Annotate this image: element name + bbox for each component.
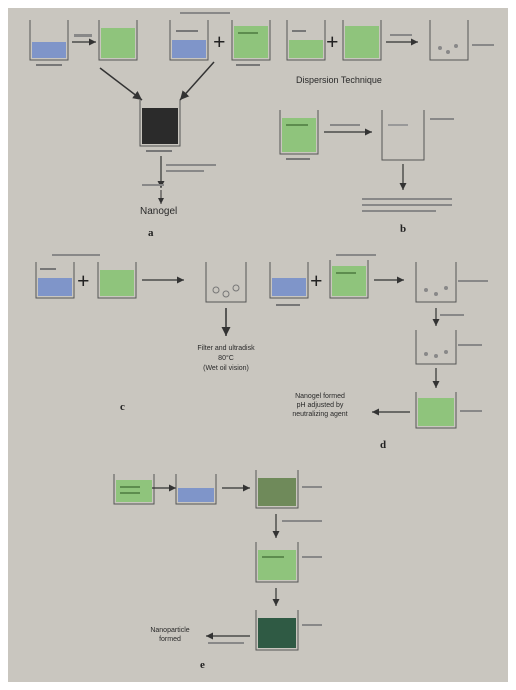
beaker-a4 bbox=[231, 20, 271, 66]
beaker-e4 bbox=[255, 542, 322, 583]
label-c-line2: 80°C bbox=[218, 354, 234, 362]
beaker-e2 bbox=[175, 474, 217, 505]
beaker-b1 bbox=[279, 110, 319, 160]
beaker-d1 bbox=[286, 20, 326, 61]
beaker-c3 bbox=[205, 262, 247, 303]
beaker-e3 bbox=[255, 470, 322, 509]
label-d-line3: neutralizing agent bbox=[292, 411, 347, 418]
beaker-d-b bbox=[329, 254, 376, 299]
beaker-d-a bbox=[269, 262, 309, 306]
beaker-a3 bbox=[169, 12, 230, 61]
beaker-c2 bbox=[97, 262, 137, 299]
panel-a: + Nanogel a bbox=[29, 12, 271, 239]
beaker-b2 bbox=[381, 110, 454, 161]
beaker-d-c bbox=[415, 262, 488, 303]
plus-icon: + bbox=[213, 29, 226, 54]
beaker-e5 bbox=[255, 610, 322, 651]
panel-letter-e: e bbox=[200, 659, 205, 671]
arrow bbox=[179, 61, 215, 101]
panel-d: + bbox=[269, 254, 488, 451]
beaker-a2 bbox=[98, 20, 138, 61]
beaker-d3 bbox=[429, 20, 494, 61]
beaker-d2 bbox=[342, 20, 382, 61]
beaker-e1 bbox=[113, 474, 155, 505]
panel-dispersion: + Dispersion Technique bbox=[279, 20, 494, 235]
panel-letter-a: a bbox=[148, 227, 154, 239]
label-e-line2: formed bbox=[159, 636, 181, 643]
plus-icon: + bbox=[326, 29, 339, 54]
label-c-line1: Filter and ultradisk bbox=[197, 345, 255, 352]
heading-dispersion: Dispersion Technique bbox=[296, 75, 382, 85]
panel-letter-d: d bbox=[380, 439, 386, 451]
panel-letter-c: c bbox=[120, 401, 125, 413]
beaker-a1 bbox=[29, 20, 69, 66]
label-e-line1: Nanoparticle bbox=[150, 627, 189, 634]
plus-icon: + bbox=[310, 268, 323, 293]
label-c-line3: (Wet oil vision) bbox=[203, 365, 249, 372]
beaker-c1 bbox=[35, 254, 100, 299]
panel-c: + Filter and ultradisk 80°C (Wet oil vis… bbox=[35, 254, 255, 413]
plus-icon: + bbox=[77, 268, 90, 293]
beaker-d-d bbox=[415, 330, 482, 365]
label-d-line2: pH adjusted by bbox=[297, 402, 344, 409]
beaker-a-dark bbox=[139, 100, 181, 152]
label-d-line1: Nanogel formed bbox=[295, 393, 345, 400]
beaker-d-e bbox=[415, 392, 482, 429]
arrow bbox=[99, 67, 143, 101]
label-nanogel-a: Nanogel bbox=[140, 206, 177, 217]
panel-e: Nanoparticle formed e bbox=[113, 470, 322, 671]
panel-letter-b: b bbox=[400, 223, 406, 235]
